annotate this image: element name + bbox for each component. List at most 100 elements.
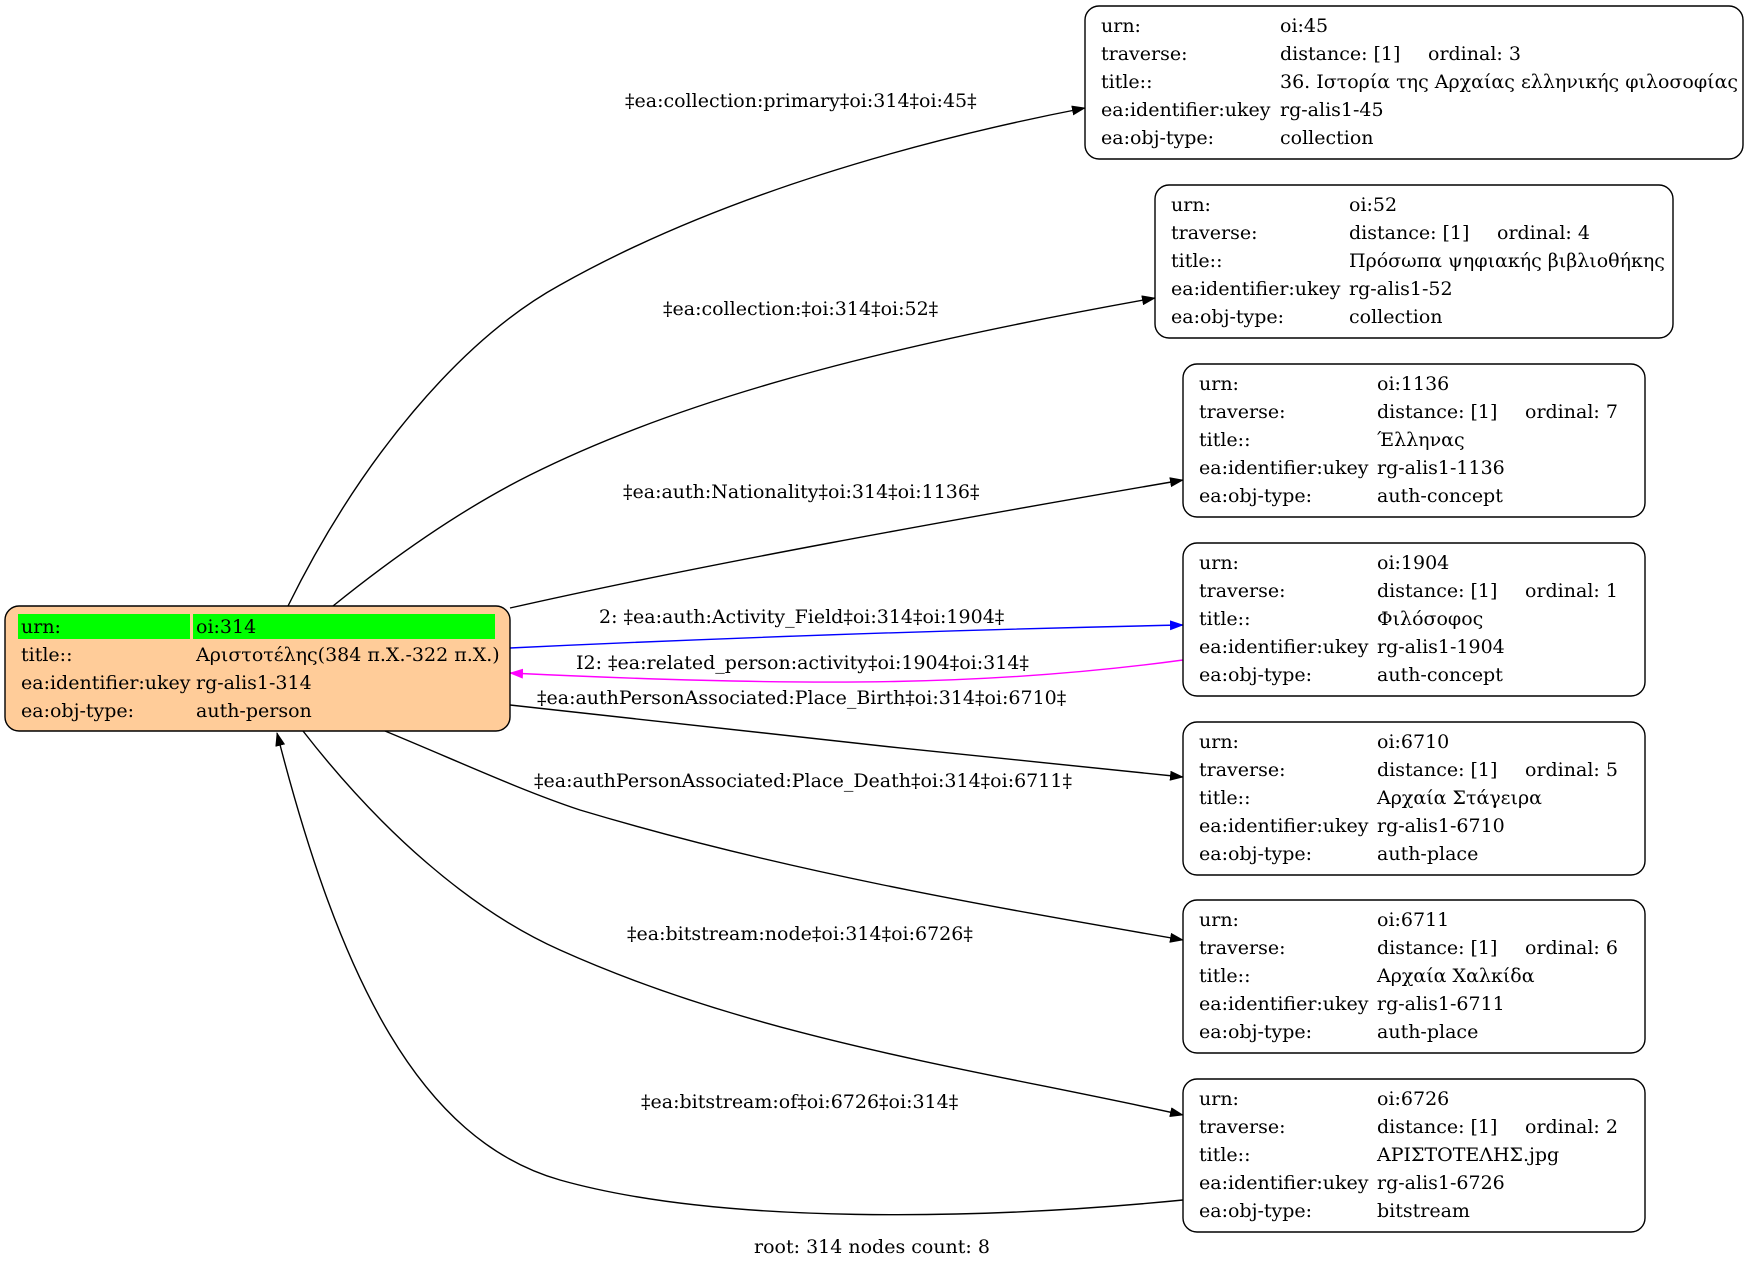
node-distance: distance: [1] (1377, 580, 1497, 602)
node-type-value: auth-concept (1377, 485, 1503, 507)
node-urn-key: urn: (1171, 194, 1211, 216)
node-type-value: auth-concept (1377, 664, 1503, 686)
node-traverse-key: traverse: (1101, 43, 1188, 65)
root-title-value: Αριστοτέλης(384 π.Χ.-322 π.Χ.) (195, 644, 500, 666)
edge-place-birth[interactable] (509, 704, 1184, 781)
edge-label-place-birth: ‡ea:authPersonAssociated:Place_Birth‡oi:… (537, 687, 1066, 709)
node-ukey-value: rg-alis1-6726 (1377, 1172, 1505, 1194)
node-title-value: Έλληνας (1377, 429, 1465, 451)
node-title-key: title:: (1199, 965, 1250, 987)
node-distance: distance: [1] (1349, 222, 1469, 244)
node-ordinal: ordinal: 7 (1525, 401, 1618, 423)
node-traverse-key: traverse: (1199, 937, 1286, 959)
node-title-value: ΑΡΙΣΤΟΤΕΛΗΣ.jpg (1376, 1144, 1559, 1166)
node-type-key: ea:obj-type: (1199, 843, 1312, 865)
node-type-key: ea:obj-type: (1199, 1200, 1312, 1222)
node-urn-key: urn: (1199, 1088, 1239, 1110)
root-type-value: auth-person (196, 700, 312, 722)
node-ukey-value: rg-alis1-1904 (1377, 636, 1505, 658)
node-distance: distance: [1] (1280, 43, 1400, 65)
node-urn-key: urn: (1101, 15, 1141, 37)
graph-caption: root: 314 nodes count: 8 (754, 1236, 990, 1258)
root-node-oi-314[interactable]: urn: oi:314 title:: Αριστοτέλης(384 π.Χ.… (4, 605, 511, 732)
node-title-key: title:: (1171, 250, 1222, 272)
node-traverse-key: traverse: (1199, 759, 1286, 781)
node-ukey-value: rg-alis1-52 (1349, 278, 1453, 300)
root-title-key: title:: (21, 644, 72, 666)
node-type-key: ea:obj-type: (1171, 306, 1284, 328)
node-ukey-value: rg-alis1-6710 (1377, 815, 1505, 837)
node-ukey-key: ea:identifier:ukey (1199, 993, 1369, 1015)
edge-related-activity[interactable] (509, 659, 1184, 683)
node-urn-value: oi:6711 (1377, 909, 1449, 931)
node-type-key: ea:obj-type: (1199, 485, 1312, 507)
node-traverse-key: traverse: (1199, 1116, 1286, 1138)
node-traverse-key: traverse: (1199, 580, 1286, 602)
node-box (1182, 899, 1646, 1054)
root-type-key: ea:obj-type: (21, 700, 134, 722)
node-title-key: title:: (1199, 429, 1250, 451)
root-urn-key-highlight (18, 614, 190, 639)
node-ukey-key: ea:identifier:ukey (1199, 815, 1369, 837)
node-urn-value: oi:52 (1349, 194, 1397, 216)
node-title-key: title:: (1199, 1144, 1250, 1166)
node-box (1182, 721, 1646, 876)
node-type-key: ea:obj-type: (1199, 664, 1312, 686)
node-box (1154, 184, 1674, 339)
node-ukey-key: ea:identifier:ukey (1171, 278, 1341, 300)
node-urn-key: urn: (1199, 909, 1239, 931)
node-ukey-value: rg-alis1-1136 (1377, 457, 1505, 479)
node-type-key: ea:obj-type: (1199, 1021, 1312, 1043)
node-ukey-key: ea:identifier:ukey (1199, 636, 1369, 658)
node-urn-key: urn: (1199, 731, 1239, 753)
edge-label-related-activity: I2: ‡ea:related_person:activity‡oi:1904‡… (576, 652, 1029, 674)
root-urn-value-highlight (193, 614, 495, 639)
node-traverse-key: traverse: (1199, 401, 1286, 423)
node-distance: distance: [1] (1377, 1116, 1497, 1138)
node-type-key: ea:obj-type: (1101, 127, 1214, 149)
edge-bitstream-node[interactable] (302, 730, 1184, 1118)
node-ordinal: ordinal: 3 (1428, 43, 1521, 65)
node-type-value: bitstream (1377, 1200, 1470, 1222)
node-ukey-key: ea:identifier:ukey (1101, 99, 1271, 121)
node-distance: distance: [1] (1377, 401, 1497, 423)
node-title-value: Φιλόσοφος (1377, 608, 1483, 630)
edge-label-activity-field: 2: ‡ea:auth:Activity_Field‡oi:314‡oi:190… (599, 606, 1004, 628)
node-box (1084, 5, 1744, 160)
node-title-value: 36. Ιστορία της Αρχαίας ελληνικής φιλοσο… (1280, 71, 1738, 93)
node-box (1182, 363, 1646, 518)
node-urn-value: oi:6710 (1377, 731, 1449, 753)
node-ordinal: ordinal: 1 (1525, 580, 1618, 602)
node-ukey-key: ea:identifier:ukey (1199, 457, 1369, 479)
node-title-value: Αρχαία Χαλκίδα (1376, 965, 1535, 987)
node-ukey-value: rg-alis1-45 (1280, 99, 1384, 121)
edge-collection[interactable] (332, 295, 1156, 607)
edge-bitstream-of[interactable] (275, 732, 1184, 1216)
node-ordinal: ordinal: 5 (1525, 759, 1618, 781)
node-distance: distance: [1] (1377, 937, 1497, 959)
root-urn-key: urn: (21, 616, 61, 638)
edge-nationality[interactable] (509, 477, 1184, 609)
node-box (1182, 542, 1646, 697)
node-traverse-key: traverse: (1171, 222, 1258, 244)
node-type-value: collection (1349, 306, 1443, 328)
node-title-value: Πρόσωπα ψηφιακής βιβλιοθήκης (1349, 250, 1665, 272)
node-ukey-key: ea:identifier:ukey (1199, 1172, 1369, 1194)
node-urn-value: oi:1136 (1377, 373, 1449, 395)
edge-activity-field[interactable] (509, 620, 1184, 649)
edge-label-collection: ‡ea:collection:‡oi:314‡oi:52‡ (663, 298, 938, 320)
node-title-key: title:: (1199, 787, 1250, 809)
edges (275, 105, 1184, 1216)
node-urn-value: oi:1904 (1377, 552, 1449, 574)
edge-collection-primary[interactable] (287, 105, 1086, 607)
edge-place-death[interactable] (384, 730, 1184, 943)
